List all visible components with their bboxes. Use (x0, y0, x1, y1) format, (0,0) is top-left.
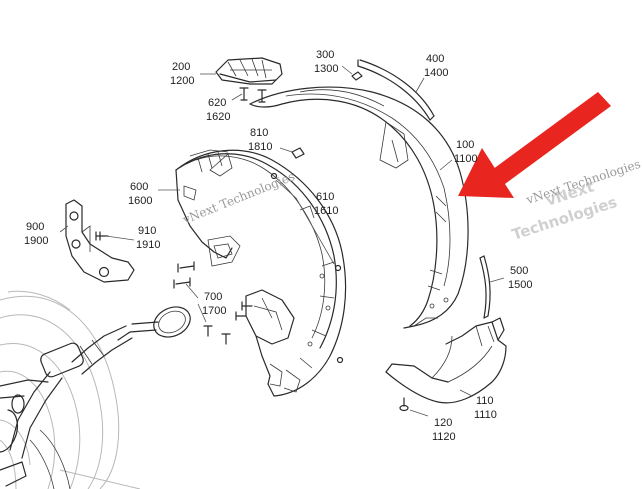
callout-910-bottom: 1910 (136, 239, 160, 251)
handlebar-mirror (0, 306, 191, 489)
callout-120-bottom: 1120 (432, 431, 456, 443)
part-100-main-fender (249, 86, 469, 329)
background-wheel (0, 290, 141, 489)
callout-200: 200 1200 (170, 61, 194, 87)
part-700-bolts (173, 261, 253, 345)
callout-labels: 200 1200 300 1300 400 1400 620 1620 810 … (24, 49, 532, 443)
part-200-top-cover (215, 57, 283, 85)
part-120-screw (399, 397, 409, 412)
callout-200-bottom: 1200 (170, 75, 194, 87)
watermark-text-3: vNext Technologies (524, 157, 642, 207)
callout-910-top: 910 (138, 225, 156, 237)
callout-620: 620 1620 (206, 97, 230, 123)
callout-600-bottom: 1600 (128, 195, 152, 207)
callout-300-top: 300 (316, 49, 334, 61)
callout-500: 500 1500 (508, 265, 532, 291)
callout-500-bottom: 1500 (508, 279, 532, 291)
callout-610-top: 610 (316, 191, 334, 203)
callout-700-top: 700 (204, 291, 222, 303)
callout-400-bottom: 1400 (424, 67, 448, 79)
callout-810-bottom: 1810 (248, 141, 272, 153)
callout-700: 700 1700 (202, 291, 226, 317)
callout-900-bottom: 1900 (24, 235, 48, 247)
part-620-bolts (239, 87, 267, 103)
part-110-mud-flap (385, 317, 507, 404)
part-900-bracket (65, 199, 135, 283)
callout-620-bottom: 1620 (206, 111, 230, 123)
callout-700-bottom: 1700 (202, 305, 226, 317)
highlight-arrow (458, 92, 611, 198)
callout-810: 810 1810 (248, 127, 272, 153)
watermarks: vNext Technologies vNext Technologies vN… (180, 157, 642, 244)
callout-600-top: 600 (130, 181, 148, 193)
part-400-trim-strip (357, 59, 435, 121)
callout-110-top: 110 (476, 395, 494, 407)
part-500-strip (479, 255, 491, 319)
callout-910: 910 1910 (136, 225, 160, 251)
arrow-shaft (481, 92, 611, 192)
callout-600: 600 1600 (128, 181, 152, 207)
callout-300-bottom: 1300 (314, 63, 338, 75)
callout-500-top: 500 (510, 265, 528, 277)
callout-100-bottom: 1100 (454, 153, 478, 165)
part-600-inner-liner (175, 149, 347, 397)
callout-200-top: 200 (172, 61, 190, 73)
callout-400: 400 1400 (424, 53, 448, 79)
callout-620-top: 620 (208, 97, 226, 109)
callout-900: 900 1900 (24, 221, 48, 247)
callout-120: 120 1120 (432, 417, 456, 443)
callout-610: 610 1610 (314, 191, 338, 217)
callout-100-top: 100 (456, 139, 474, 151)
callout-900-top: 900 (26, 221, 44, 233)
callout-300: 300 1300 (314, 49, 338, 75)
callout-400-top: 400 (426, 53, 444, 65)
watermark-text-1: vNext Technologies (180, 169, 297, 227)
callout-100: 100 1100 (454, 139, 478, 165)
callout-810-top: 810 (250, 127, 268, 139)
part-610-screws (270, 172, 344, 364)
part-810-clip (291, 147, 305, 159)
callout-110: 110 1110 (474, 395, 497, 421)
callout-110-bottom: 1110 (474, 409, 497, 421)
callout-120-top: 120 (434, 417, 452, 429)
leader-lines (59, 65, 505, 417)
callout-610-bottom: 1610 (314, 205, 338, 217)
part-300-clip (351, 71, 363, 81)
arrow-head (458, 148, 514, 198)
